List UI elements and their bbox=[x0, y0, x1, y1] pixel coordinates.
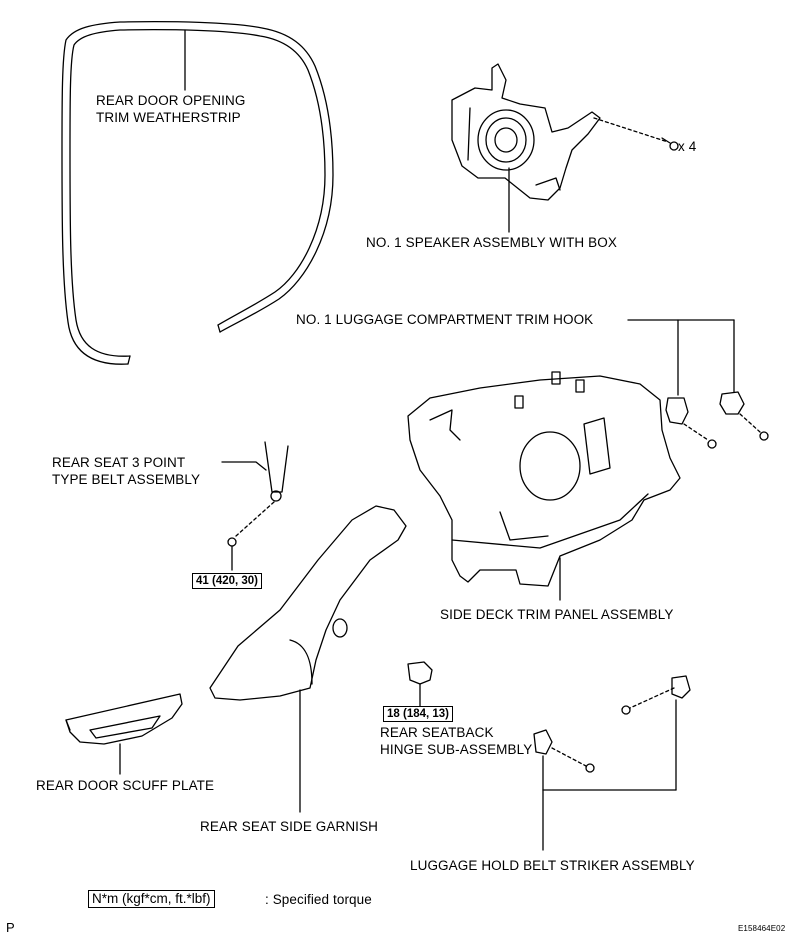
side-garnish-label: REAR SEAT SIDE GARNISH bbox=[200, 819, 378, 834]
weatherstrip-label-line2: TRIM WEATHERSTRIP bbox=[96, 110, 241, 125]
speaker-drawing bbox=[451, 63, 679, 233]
hinge-torque-spec: 18 (184, 13) bbox=[383, 706, 454, 722]
seat-belt-torque-spec: 41 (420, 30) bbox=[192, 573, 263, 589]
figure-id: E158464E02 bbox=[738, 924, 786, 933]
side-garnish-drawing bbox=[209, 505, 407, 813]
side-deck-panel-drawing bbox=[407, 371, 681, 601]
hinge-drawing bbox=[407, 661, 433, 707]
hinge-label-line2: HINGE SUB-ASSEMBLY bbox=[380, 742, 533, 757]
corner-marker: P bbox=[6, 920, 15, 935]
weatherstrip-drawing bbox=[61, 21, 334, 365]
trim-hook-label: NO. 1 LUGGAGE COMPARTMENT TRIM HOOK bbox=[296, 312, 594, 327]
speaker-label: NO. 1 SPEAKER ASSEMBLY WITH BOX bbox=[366, 235, 617, 250]
weatherstrip-label-line1: REAR DOOR OPENING bbox=[96, 93, 246, 108]
seat-belt-drawing bbox=[221, 441, 289, 571]
scuff-plate-label: REAR DOOR SCUFF PLATE bbox=[36, 778, 215, 793]
trim-hook-drawing bbox=[627, 319, 769, 449]
torque-legend-text: : Specified torque bbox=[265, 892, 372, 907]
striker-drawing bbox=[533, 675, 691, 851]
side-deck-label: SIDE DECK TRIM PANEL ASSEMBLY bbox=[440, 607, 674, 622]
seat-belt-label-line1: REAR SEAT 3 POINT bbox=[52, 455, 186, 470]
hinge-label-line1: REAR SEATBACK bbox=[380, 725, 494, 740]
torque-legend-box: N*m (kgf*cm, ft.*lbf) bbox=[88, 890, 215, 908]
scuff-plate-drawing bbox=[65, 693, 183, 775]
screw-count-label: x 4 bbox=[678, 139, 697, 154]
striker-label: LUGGAGE HOLD BELT STRIKER ASSEMBLY bbox=[410, 858, 695, 873]
seat-belt-label-line2: TYPE BELT ASSEMBLY bbox=[52, 472, 201, 487]
